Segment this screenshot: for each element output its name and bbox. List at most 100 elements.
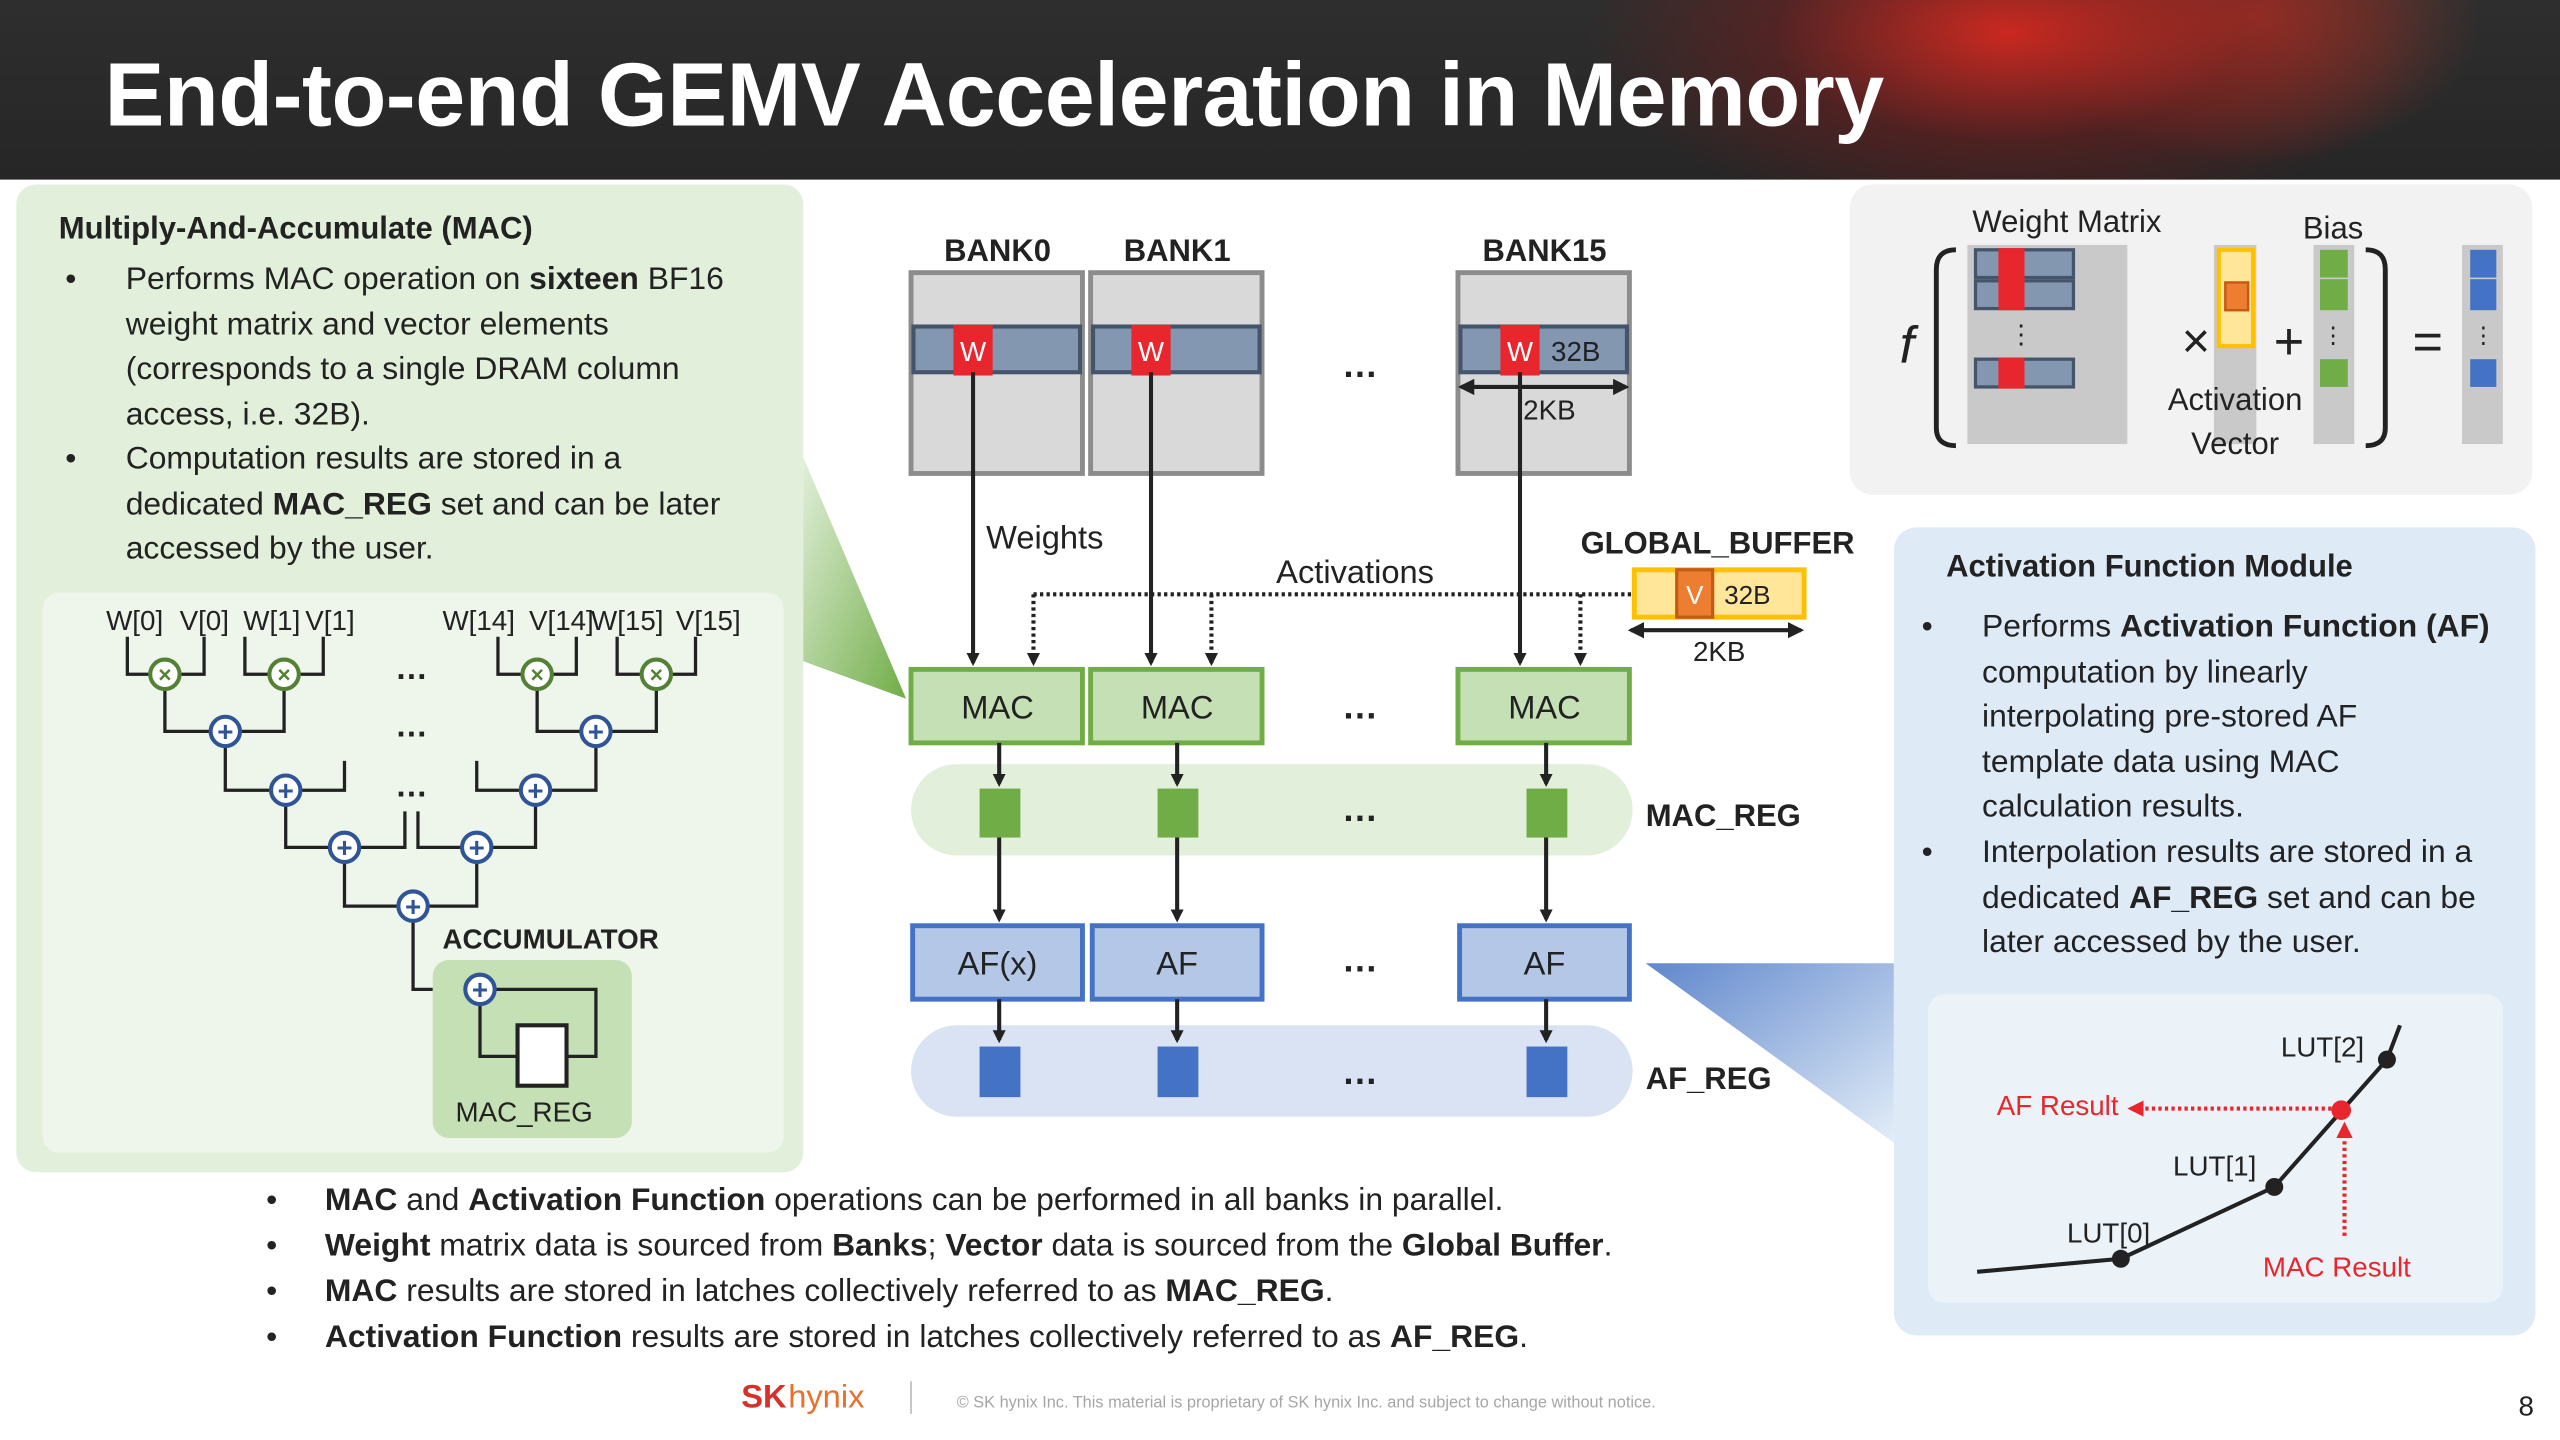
adder-node: +: [459, 830, 494, 865]
bias-label: Bias: [2303, 210, 2363, 245]
bold-text: MAC: [324, 1182, 398, 1218]
text-segment: and: [397, 1182, 469, 1218]
callout-wedge-blue: [1645, 963, 1894, 1143]
tree-input-label: W[1]: [243, 605, 300, 636]
result-column: [2462, 244, 2503, 445]
text-segment: accessed by the user.: [125, 530, 434, 567]
text-line: •Activation Function results are stored …: [0, 1314, 1612, 1360]
text-line: computation by linearly: [0, 651, 2490, 696]
mac-ellipsis: …: [1342, 685, 1378, 726]
tree-input-label: V[0]: [180, 605, 229, 636]
text-line: weight matrix and vector elements: [0, 303, 724, 348]
matrix-vdots: ⋮: [2008, 319, 2034, 349]
accumulator-label: ACCUMULATOR: [442, 924, 658, 955]
adder-node: +: [518, 773, 553, 807]
bold-text: MAC_REG: [1165, 1273, 1325, 1310]
text-line: access, i.e. 32B).: [0, 393, 724, 438]
bullet-marker: •: [266, 1273, 278, 1310]
af-ellipsis: …: [1342, 938, 1378, 979]
af-unit-label: AF: [1524, 945, 1566, 982]
weight-elements: [1998, 248, 2025, 389]
text-segment: results are stored in latches collective…: [397, 1273, 1166, 1310]
bullet-marker: •: [266, 1182, 278, 1218]
text-segment: computation by linearly: [1982, 654, 2308, 690]
bank-width-label: 2KB: [1523, 395, 1575, 426]
bank-label: BANK1: [1124, 233, 1231, 268]
mac-result-label: MAC Result: [2263, 1252, 2411, 1283]
activation-element: [2224, 281, 2250, 312]
text-segment: dedicated: [1982, 879, 2129, 916]
multiply-symbol: ×: [158, 661, 171, 687]
af-unit: [910, 923, 1085, 1002]
text-segment: .: [1519, 1319, 1529, 1356]
multiply-symbol: ×: [530, 661, 543, 687]
bold-text: Activation Function (AF): [2120, 608, 2490, 645]
text-segment: .: [1324, 1273, 1334, 1310]
text-line: •MAC and Activation Function operations …: [0, 1177, 1612, 1223]
lut-label-2: LUT[2]: [2281, 1031, 2364, 1062]
text-segment: template data using MAC: [1982, 744, 2340, 781]
mac-reg-latch: [979, 788, 1021, 838]
lut-label-0: LUT[0]: [2067, 1217, 2150, 1248]
activations-label: Activations: [1276, 553, 1434, 590]
text-line: later accessed by the user.: [0, 921, 2490, 966]
text-line: accessed by the user.: [0, 527, 724, 572]
af-reg-latch: [1157, 1046, 1199, 1098]
weight-chunk-label: W: [1138, 336, 1165, 367]
mac-unit: [908, 666, 1085, 746]
tree-ellipsis: …: [395, 767, 428, 804]
copyright-notice: © SK hynix Inc. This material is proprie…: [957, 1393, 1656, 1411]
bias-column: [2313, 244, 2355, 445]
bullet-marker: •: [266, 1319, 278, 1356]
tree-input-label: V[1]: [305, 605, 354, 636]
text-segment: dedicated: [125, 485, 273, 522]
text-segment: Interpolation results are stored in a: [1982, 834, 2473, 871]
bullet-marker: •: [1921, 834, 1933, 871]
af-unit: [1089, 923, 1265, 1002]
bold-text: MAC: [324, 1273, 398, 1310]
text-segment: (corresponds to a single DRAM column: [125, 351, 680, 387]
times-symbol: ×: [2182, 315, 2211, 369]
vector-label: Vector: [2191, 426, 2279, 461]
bold-text: Banks: [832, 1227, 928, 1264]
text-line: calculation results.: [0, 786, 2490, 831]
bank-row: [1458, 324, 1629, 375]
equals-symbol: =: [2412, 313, 2443, 371]
mac-reg-label: MAC_REG: [1646, 798, 1801, 833]
bold-text: Weight: [324, 1227, 431, 1264]
text-segment: operations can be performed in all banks…: [765, 1182, 1504, 1218]
weights-label: Weights: [986, 519, 1103, 556]
left-bracket: [1933, 247, 1957, 449]
lut-point-1: [2265, 1177, 2284, 1196]
result-elements: [2470, 249, 2497, 387]
tree-ellipsis: …: [395, 649, 428, 686]
mac-unit: [1088, 666, 1265, 746]
bold-text: AF_REG: [1390, 1319, 1520, 1356]
text-segment: interpolating pre-stored AF: [1982, 699, 2358, 735]
result-vdots: ⋮: [2472, 322, 2495, 348]
add-symbol: +: [588, 716, 604, 747]
mac-reg-ellipsis: …: [1342, 788, 1378, 829]
text-segment: results are stored in latches collective…: [622, 1319, 1390, 1356]
text-segment: Computation results are stored in a: [125, 440, 622, 477]
bank-label: BANK15: [1482, 233, 1606, 268]
multiplier-node: ×: [520, 657, 554, 692]
text-segment: weight matrix and vector elements: [125, 306, 609, 343]
bank-ellipsis: …: [1342, 344, 1378, 385]
bank-row: [911, 324, 1083, 375]
interpolated-point: [2331, 1100, 2352, 1120]
text-segment: ;: [927, 1227, 946, 1264]
accumulator-mac-reg-label: MAC_REG: [455, 1097, 592, 1128]
header-bar: End-to-end GEMV Acceleration in Memory: [0, 0, 2560, 180]
weight-matrix-label: Weight Matrix: [1972, 204, 2162, 239]
bold-text: MAC_REG: [272, 485, 432, 522]
multiplier-node: ×: [267, 657, 301, 692]
lut-label-1: LUT[1]: [2173, 1151, 2256, 1182]
